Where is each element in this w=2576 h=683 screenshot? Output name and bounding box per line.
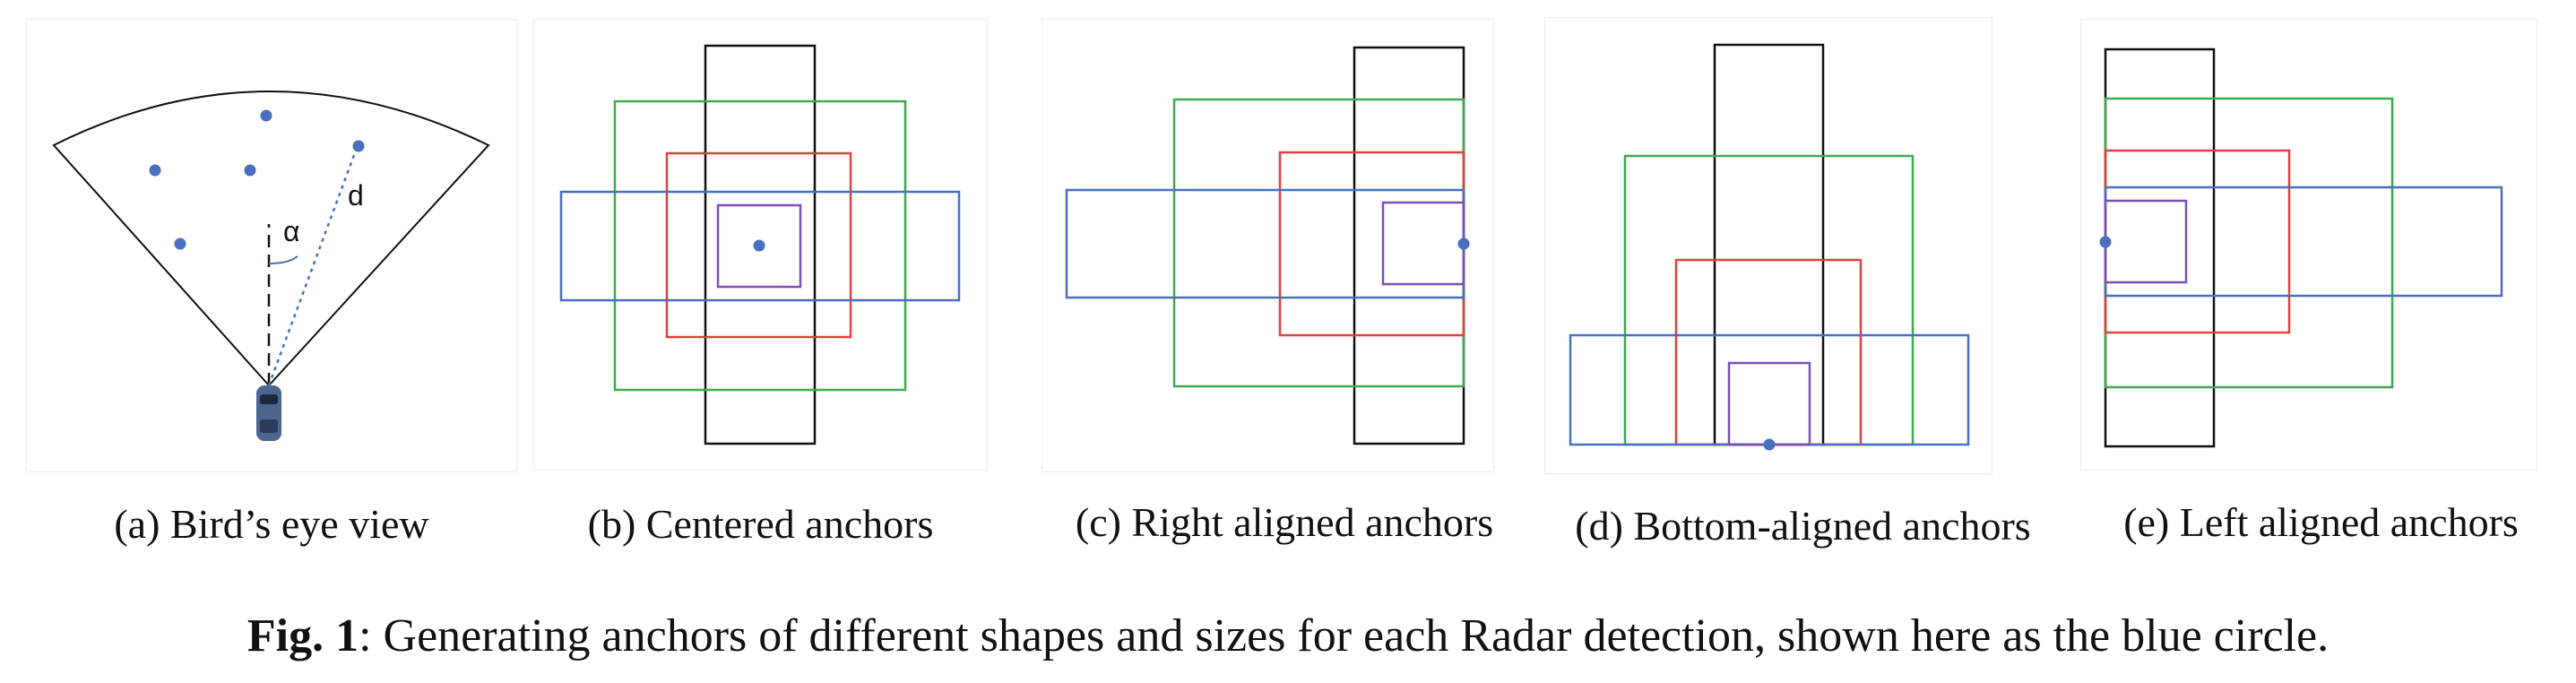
anchor-small [2104, 199, 2188, 284]
panel-centered-anchors [534, 20, 987, 470]
radar-detection-point [2099, 236, 2112, 248]
radar-detection-point [753, 239, 765, 252]
panel-bottom-aligned-anchors [1545, 18, 1992, 473]
anchor-medium [1674, 258, 1863, 446]
panel-label: (a) Bird’s eye view [114, 501, 429, 547]
anchor-wide [1065, 188, 1465, 299]
anchor-large [1623, 154, 1915, 446]
birds-eye-diagram: α d [52, 91, 490, 441]
anchor-small [716, 203, 802, 289]
anchor-wide [1569, 333, 1970, 446]
centered-anchors-diagram [559, 44, 961, 445]
panel-label: (e) Left aligned anchors [2123, 499, 2519, 545]
panel-label: (c) Right aligned anchors [1075, 499, 1494, 545]
detection-point [149, 164, 161, 177]
anchor-large [2104, 97, 2394, 389]
anchor-large [613, 99, 907, 392]
anchor-small [1727, 361, 1811, 446]
detection-point [244, 164, 256, 177]
anchor-medium [2104, 149, 2291, 334]
distance-label: d [348, 179, 364, 212]
bottom-aligned-anchors-diagram [1569, 43, 1970, 451]
detection-point [260, 109, 272, 122]
panel-label: (d) Bottom-aligned anchors [1575, 503, 2031, 549]
anchor-medium [665, 151, 852, 339]
panel-label: (b) Centered anchors [587, 501, 934, 547]
angle-label: α [283, 215, 300, 247]
radar-detection-point [1457, 238, 1470, 250]
detection-ray [267, 147, 359, 386]
figure-number: Fig. 1 [246, 610, 359, 661]
panel-right-aligned-anchors [1042, 20, 1493, 471]
radar-detection-point [1763, 438, 1776, 451]
panel-birds-eye-view: α d [27, 20, 516, 471]
detection-point [174, 238, 186, 250]
anchor-large [1172, 98, 1465, 388]
anchor-tall [704, 44, 817, 445]
figure-caption: Fig. 1: Generating anchors of different … [0, 610, 2576, 662]
anchor-medium [1278, 151, 1465, 337]
figure-caption-text: : Generating anchors of different shapes… [359, 610, 2330, 661]
anchor-small [1381, 201, 1465, 286]
anchor-tall [1713, 43, 1825, 446]
right-aligned-anchors-diagram [1065, 46, 1470, 445]
radar-field-of-view [52, 91, 490, 387]
vehicle-icon [256, 385, 281, 441]
left-aligned-anchors-diagram [2099, 48, 2503, 448]
panel-left-aligned-anchors [2081, 20, 2537, 470]
anchor-wide [559, 190, 961, 302]
detection-point [352, 140, 365, 152]
angle-arc [268, 255, 298, 264]
anchor-wide [2104, 186, 2503, 298]
anchor-tall [1353, 46, 1465, 445]
